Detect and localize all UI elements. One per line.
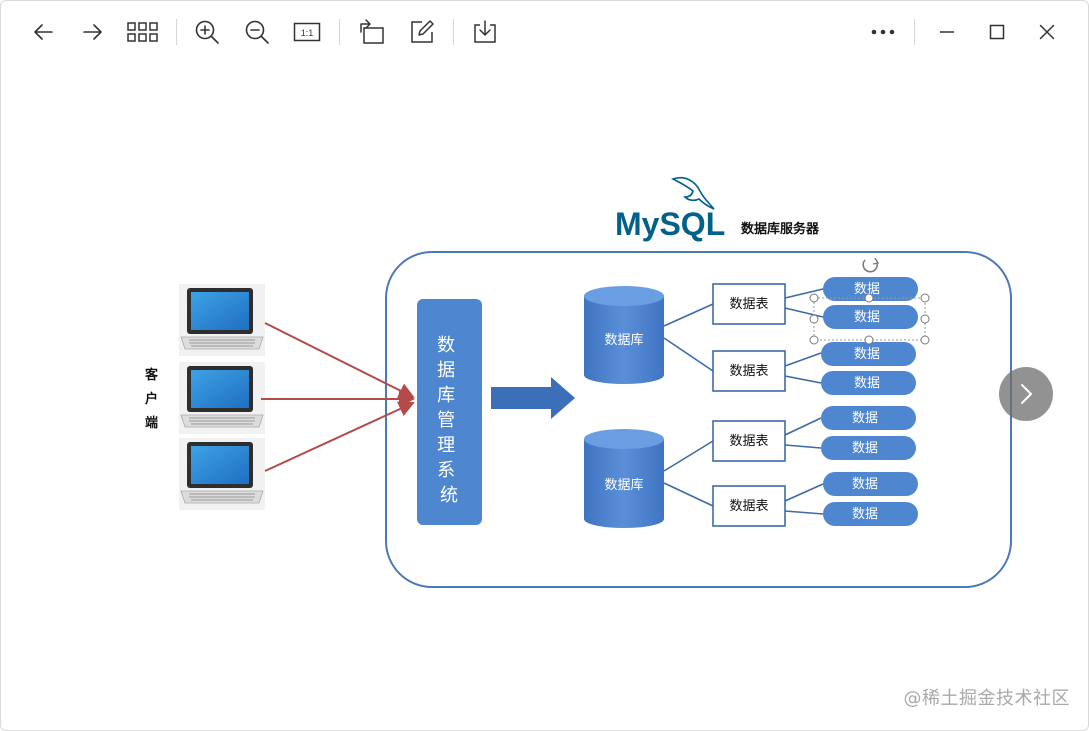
client-label-char-1: 客 (145, 367, 159, 383)
more-icon (871, 29, 895, 35)
database-cylinder-1: 数据库 (584, 286, 664, 384)
laptop-2 (179, 362, 265, 434)
selection-handles (809, 257, 930, 345)
table-box (712, 283, 786, 325)
connector-lines (663, 288, 824, 515)
server-container (385, 251, 1012, 588)
laptop-1 (179, 284, 265, 356)
zoom-in-button[interactable] (191, 16, 223, 48)
gallery-button[interactable] (127, 16, 159, 48)
table-box (712, 485, 786, 527)
table-label: 数据表 (729, 364, 768, 379)
rotate-button[interactable] (356, 16, 388, 48)
data-pill (821, 371, 916, 395)
dbms-label-char-6: 系 (437, 460, 455, 481)
maximize-icon (989, 24, 1005, 40)
client-connection-arrows (261, 322, 415, 472)
rotate-icon (360, 19, 384, 44)
zoom-out-button[interactable] (241, 16, 273, 48)
minimize-button[interactable] (931, 16, 963, 48)
edit-icon (411, 20, 434, 43)
chevron-right-icon (1021, 384, 1032, 404)
data-pill (823, 502, 918, 526)
data-pill-label: 数据 (852, 507, 878, 522)
mysql-logo: MySQL (615, 176, 725, 242)
actual-size-label: 1:1 (301, 28, 314, 38)
data-pill (823, 472, 918, 496)
data-pill-label: 数据 (854, 310, 880, 325)
data-pill (823, 277, 918, 301)
data-pill (821, 342, 916, 366)
toolbar: 1:1 (1, 1, 1088, 63)
next-image-button[interactable] (999, 367, 1053, 421)
watermark: @稀土掘金技术社区 (903, 688, 1070, 709)
data-pill (823, 305, 918, 329)
database-label: 数据库 (604, 477, 643, 493)
actual-size-icon: 1:1 (293, 22, 321, 42)
laptop-3 (179, 438, 265, 510)
table-label: 数据表 (729, 499, 768, 514)
toolbar-divider (176, 19, 177, 45)
diagram-image: MySQL 数据库服务器 客 户 端 (145, 176, 1012, 588)
dbms-label-char-4: 管 (437, 410, 455, 431)
server-label: 数据库服务器 (741, 221, 820, 237)
dbms-label-char-2: 据 (437, 360, 455, 381)
toolbar-divider (339, 19, 340, 45)
dbms-box (417, 299, 482, 525)
dbms-label-char-7: 统 (440, 485, 458, 506)
zoom-in-icon (195, 20, 219, 44)
toolbar-divider (453, 19, 454, 45)
client-label-char-2: 户 (145, 391, 158, 407)
rotate-handle-icon (862, 259, 878, 273)
edit-button[interactable] (406, 16, 438, 48)
image-canvas: MySQL 数据库服务器 客 户 端 (1, 63, 1088, 730)
table-label: 数据表 (729, 297, 768, 312)
arrow-left-icon (34, 24, 53, 40)
save-button[interactable] (469, 16, 501, 48)
close-icon (1039, 24, 1055, 40)
data-pill-label: 数据 (854, 376, 880, 391)
data-pill-label: 数据 (852, 411, 878, 426)
data-pill-label: 数据 (852, 441, 878, 456)
zoom-out-icon (245, 20, 269, 44)
dbms-label-char-3: 库 (437, 385, 455, 406)
database-cylinder-2: 数据库 (584, 429, 664, 528)
grid-icon (127, 22, 158, 42)
dbms-label-char-5: 理 (437, 435, 455, 456)
dbms-label-char-1: 数 (437, 335, 455, 356)
toolbar-divider (914, 19, 915, 45)
arrow-right-icon (83, 24, 102, 40)
table-box (712, 350, 786, 392)
dbms-label: 数 据 库 管 理 系 统 (437, 335, 461, 506)
mysql-logo-text: MySQL (615, 206, 725, 242)
client-label: 客 户 端 (145, 367, 163, 431)
database-label: 数据库 (604, 332, 643, 348)
download-icon (474, 20, 496, 43)
data-pill (821, 436, 916, 460)
data-pill (821, 406, 916, 430)
flow-arrow (491, 377, 575, 419)
data-pill-label: 数据 (854, 347, 880, 362)
close-button[interactable] (1031, 16, 1063, 48)
data-pill-label: 数据 (852, 477, 878, 492)
forward-button[interactable] (77, 16, 109, 48)
client-label-char-3: 端 (145, 415, 158, 431)
data-pill-label: 数据 (854, 282, 880, 297)
table-label: 数据表 (729, 434, 768, 449)
maximize-button[interactable] (981, 16, 1013, 48)
actual-size-button[interactable]: 1:1 (291, 16, 323, 48)
minimize-icon (940, 31, 954, 33)
back-button[interactable] (27, 16, 59, 48)
more-button[interactable] (867, 16, 899, 48)
table-box (712, 420, 786, 462)
